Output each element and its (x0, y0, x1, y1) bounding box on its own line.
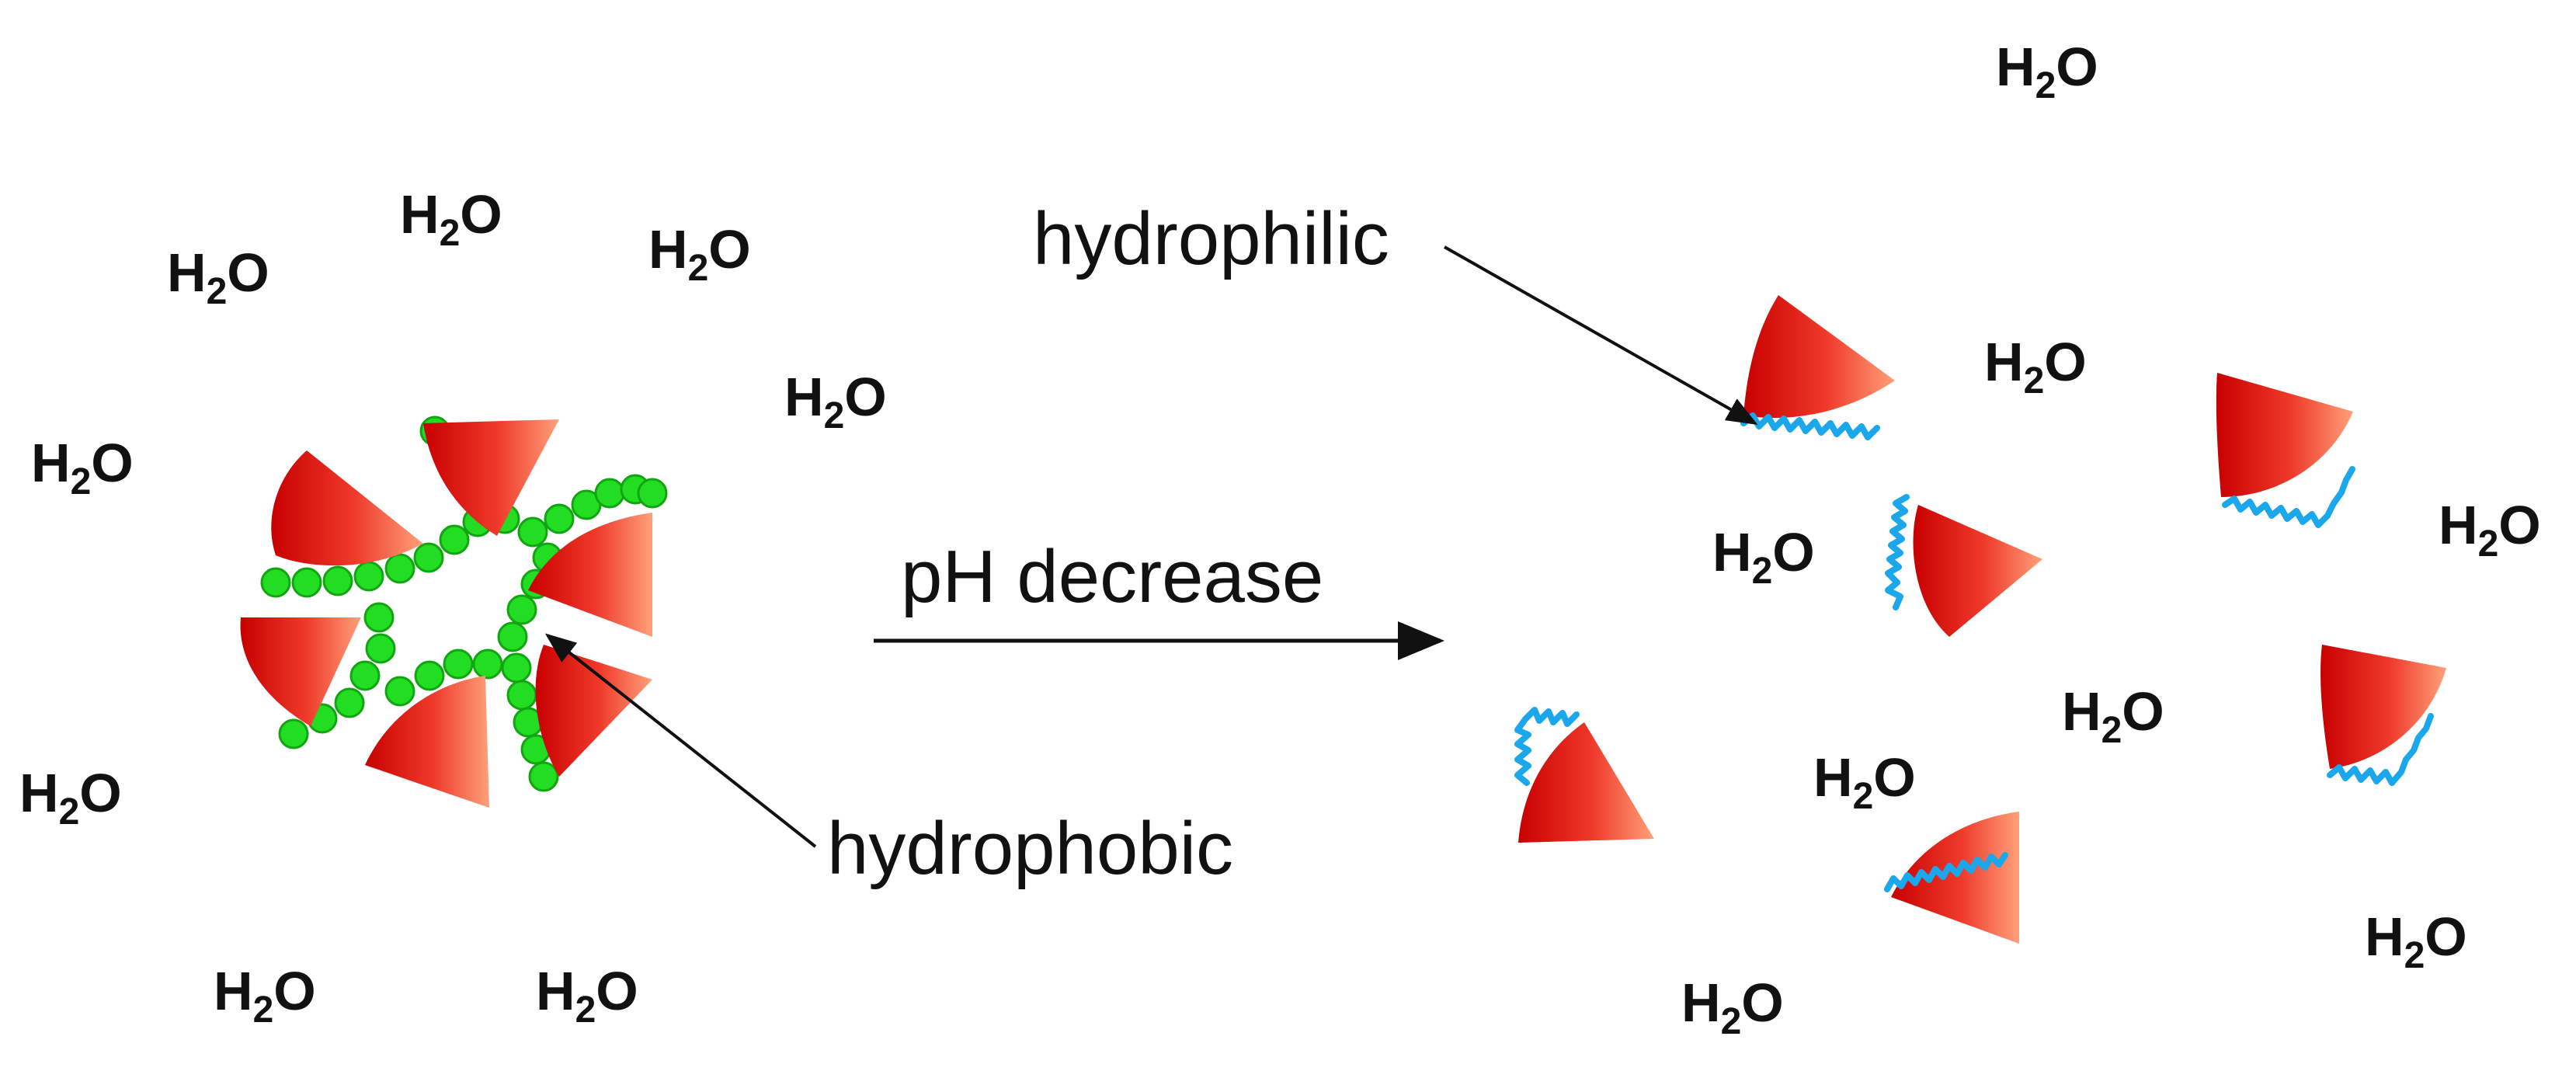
water-label: H2O (2365, 906, 2467, 976)
core-wedge (240, 617, 361, 726)
polymer-chain (163, 242, 840, 843)
core-wedge (2320, 645, 2446, 769)
unimer (2320, 645, 2446, 786)
core-wedge (423, 419, 559, 536)
water-label: H2O (784, 367, 887, 436)
hydrophilic-fringe (1514, 707, 1580, 786)
water-label: H2O (2439, 495, 2541, 565)
unimer (1851, 812, 2232, 1038)
core-wedge (271, 450, 423, 566)
hydrophilic-pointer-arrow (1444, 245, 1758, 425)
hydrophobic-pointer-arrow (544, 633, 817, 848)
core-wedge (528, 513, 652, 637)
polymer-chain (2156, 201, 2402, 404)
water-label: H2O (1996, 37, 2098, 106)
unimer (1885, 494, 2042, 637)
unimer (1740, 295, 1895, 440)
water-label: H2O (536, 961, 638, 1031)
water-label: H2O (1681, 972, 1784, 1042)
hydrophilic-fringe (1740, 412, 1880, 440)
water-label: H2O (167, 242, 269, 312)
ph-decrease-label: pH decrease (901, 535, 1323, 618)
hydrophobic-cores (240, 419, 652, 808)
water-label: H2O (1712, 522, 1815, 592)
core-wedge (535, 645, 652, 777)
hydrophilic-fringe (1884, 852, 2008, 892)
core-wedge (1518, 722, 1654, 843)
hydrophilic-fringe (2222, 466, 2355, 528)
arrows (544, 245, 1758, 848)
hydrophilic-fringe (1885, 494, 1910, 610)
water-labels: H2O H2O H2O H2O H2O H2O H2O H2O H2O H2O H2O H2O H2O H… (19, 37, 2541, 1042)
water-label: H2O (2062, 681, 2164, 751)
micelle-assembled (163, 242, 840, 843)
water-label: H2O (19, 763, 122, 833)
core-wedge (1913, 505, 2042, 637)
water-label: H2O (1813, 747, 1916, 817)
water-label: H2O (1984, 332, 2087, 402)
core-wedge (2216, 373, 2353, 497)
unimer (1514, 707, 1654, 843)
core-wedge (1891, 812, 2019, 944)
water-label: H2O (31, 433, 134, 502)
water-label: H2O (400, 184, 502, 254)
hydrophilic-fringe (2327, 713, 2434, 786)
core-wedge (1743, 295, 1895, 418)
polymer-chain (1851, 892, 2232, 1038)
hydrophobic-label: hydrophobic (827, 807, 1233, 890)
unimer (2156, 201, 2402, 528)
water-label: H2O (648, 219, 751, 289)
core-wedge (365, 676, 489, 808)
hydrophilic-label: hydrophilic (1033, 197, 1389, 280)
micelle-dissociated (1514, 201, 2446, 1038)
water-label: H2O (214, 961, 316, 1031)
